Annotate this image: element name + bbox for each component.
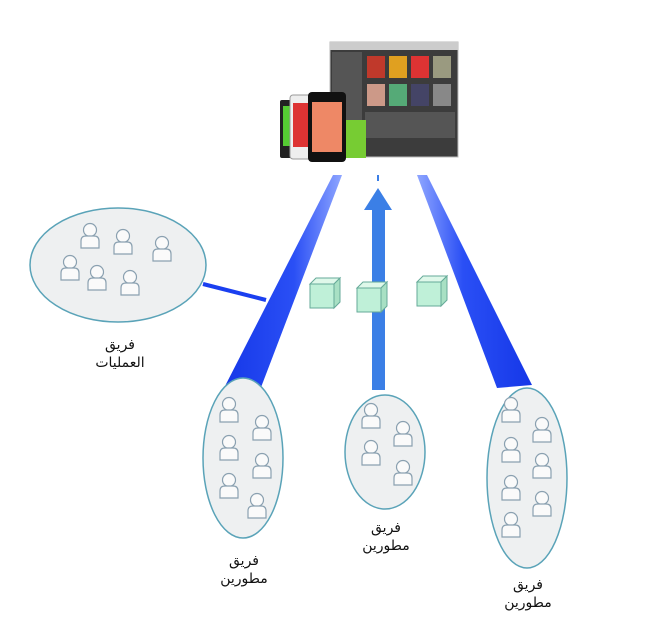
label-line: العمليات: [95, 355, 145, 371]
label-line: فريق: [371, 520, 401, 536]
label-line: مطورين: [362, 538, 410, 554]
dev-team-left-label: فريق مطورين: [194, 552, 294, 588]
left-beam: [222, 175, 342, 392]
label-line: فريق: [229, 553, 259, 569]
product-screenshot: [280, 41, 459, 162]
label-line: مطورين: [504, 595, 552, 611]
dev-team-center-label: فريق مطورين: [336, 519, 436, 555]
label-line: فريق: [105, 337, 135, 353]
dev-team-right-group: [486, 387, 568, 569]
operations-team-label: فريق العمليات: [70, 336, 170, 372]
package-cube: [415, 274, 449, 308]
dev-team-center-group: [344, 394, 426, 510]
label-line: فريق: [513, 577, 543, 593]
package-cube: [355, 280, 389, 314]
operations-team-group: [29, 207, 207, 323]
dev-team-right-label: فريق مطورين: [478, 576, 578, 612]
dev-team-left-group: [202, 377, 284, 539]
package-cube: [308, 276, 342, 310]
right-beam: [417, 175, 532, 388]
operations-connector: [202, 282, 267, 302]
label-line: مطورين: [220, 571, 268, 587]
